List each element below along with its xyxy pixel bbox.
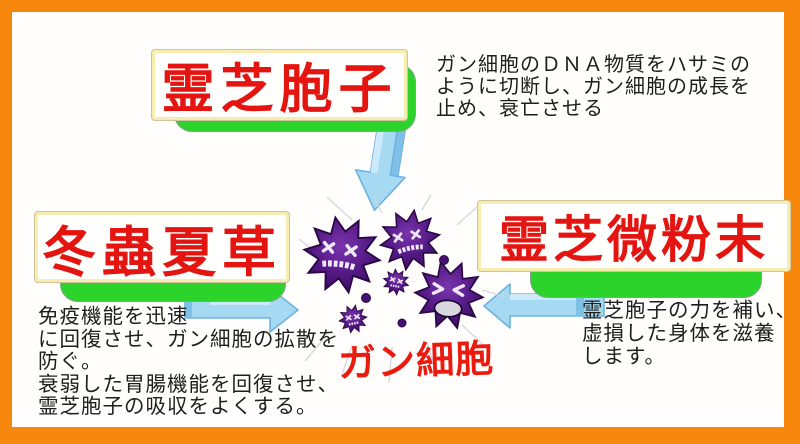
cell-dot xyxy=(361,293,371,303)
cancer-cells-label: ガン細胞 xyxy=(337,338,495,386)
cancer-cell-top-right xyxy=(376,207,445,274)
powder-effect-line: 霊芝胞子の力を補い、 xyxy=(582,300,797,322)
cancer-cell-small-left xyxy=(337,304,368,334)
powder-effect-text: 霊芝胞子の力を補い、 虚損した身体を滋養 します。 xyxy=(582,300,800,369)
cancer-cell-large-right xyxy=(413,260,485,329)
powder-effect-line: します。 xyxy=(582,346,666,368)
spore-effect-line: 止め、衰亡させる xyxy=(436,98,604,120)
node-reishi-spore: 霊芝胞子 xyxy=(152,50,407,120)
node-reishi-spore-label: 霊芝胞子 xyxy=(161,61,398,119)
node-reishi-powder-label: 霊芝微粉末 xyxy=(499,212,769,268)
node-reishi-powder: 霊芝微粉末 xyxy=(478,201,790,271)
cancer-cell-cluster-icon xyxy=(297,195,506,384)
cordyceps-effect-line: 防ぐ。 xyxy=(38,351,103,373)
cordyceps-effect-text: 免疫機能を迅速 に回復させ、ガン細胞の拡散を 防ぐ。 衰弱した胃腸機能を回復させ… xyxy=(38,306,373,419)
cell-dot xyxy=(397,318,407,328)
cordyceps-effect-line: 免疫機能を迅速 xyxy=(38,306,189,328)
powder-effect-line: 虚損した身体を滋養 xyxy=(582,323,776,345)
cordyceps-effect-line: 衰弱した胃腸機能を回復させ、 xyxy=(38,373,339,396)
spore-effect-line: ガン細胞のＤＮＡ物質をハサミの xyxy=(436,54,751,76)
cordyceps-effect-line: に回復させ、ガン細胞の拡散を xyxy=(38,328,339,351)
diagram-canvas: 霊芝胞子 冬蟲夏草 霊芝微粉末 ガン細胞のＤＮＡ物質をハサミの ように切断し、ガ… xyxy=(12,12,796,427)
spore-effect-text: ガン細胞のＤＮＡ物質をハサミの ように切断し、ガン細胞の成長を 止め、衰亡させる xyxy=(436,54,781,120)
cancer-cell-small-center xyxy=(380,267,412,298)
cancer-cell-large-left xyxy=(299,214,384,296)
cell-dot xyxy=(439,255,449,265)
node-cordyceps-label: 冬蟲夏草 xyxy=(42,222,282,283)
spore-effect-line: ように切断し、ガン細胞の成長を xyxy=(436,76,751,98)
cordyceps-effect-line: 霊芝胞子の吸収をよくする。 xyxy=(38,396,318,418)
node-cordyceps: 冬蟲夏草 xyxy=(35,212,289,283)
